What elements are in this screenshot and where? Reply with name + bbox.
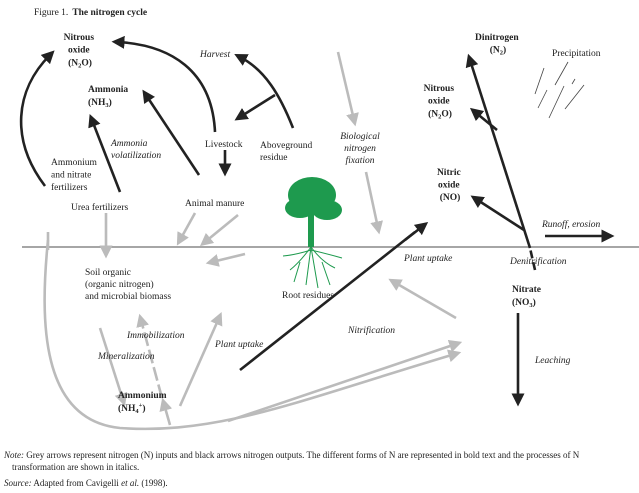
tree-icon: [282, 177, 343, 289]
plant-uptake-left-label: Plant uptake: [214, 340, 263, 350]
to-nitrous-oxide-arrow: [469, 107, 498, 132]
nitrification-arrow: [227, 339, 463, 423]
livestock-to-nitrous-oxide-arrow: [111, 35, 217, 133]
plant-uptake-right-label: Plant uptake: [403, 254, 452, 264]
leaching-label: Leaching: [534, 356, 571, 366]
mineralization-label: Mineralization: [97, 352, 155, 362]
volatilization-arrow: [88, 113, 122, 193]
note-line-1: Note: Grey arrows represent nitrogen (N)…: [3, 450, 580, 460]
fertilizer-to-nitrate-arrow: [43, 239, 462, 431]
plant-uptake-right-arrow: [388, 278, 457, 320]
runoff-erosion-label: Runoff, erosion: [541, 219, 600, 230]
fixation-arrow-top: [336, 51, 359, 127]
manure-arrow-3: [205, 252, 246, 267]
plant-uptake-left-arrow: [178, 312, 223, 407]
livestock-label: Livestock: [205, 140, 243, 150]
immobilization-arrow: [136, 313, 164, 399]
residue-to-livestock-arrow: [234, 93, 276, 121]
ammonia-label: Ammonia (NH3): [88, 85, 131, 109]
harvest-label: Harvest: [199, 50, 230, 60]
dinitrogen-label: Dinitrogen (N2): [475, 33, 521, 57]
immobilization-label: Immobilization: [126, 331, 185, 341]
note-line-2: transformation are shown in italics.: [12, 462, 139, 472]
nitric-oxide-label: Nitric oxide (NO): [437, 168, 463, 203]
plant-uptake-black-arrow: [404, 222, 429, 242]
ammonium-label: Ammonium (NH4+): [118, 391, 169, 415]
denitrification-label: Denitrification: [509, 256, 567, 267]
precipitation-label: Precipitation: [552, 49, 601, 59]
figure-title: Figure 1.The nitrogen cycle: [34, 8, 147, 18]
nitrous-oxide-left: Nitrous oxide (N2O): [64, 33, 97, 70]
fertilizer-to-ammonium-arrow: [159, 397, 173, 426]
animal-manure-label: Animal manure: [185, 199, 244, 209]
to-nitric-oxide-arrow: [470, 195, 525, 232]
manure-arrow-2: [199, 213, 239, 247]
root-residues-label: Root residues: [282, 291, 334, 301]
denitrification-dashed: [528, 247, 537, 271]
urea-fertilizers-label: Urea fertilizers: [71, 202, 129, 213]
manure-arrow-1: [176, 212, 197, 246]
fertilizer-to-nitrous-oxide-arrow: [19, 50, 55, 187]
mineralization-arrow: [98, 327, 128, 407]
output-arrows: [19, 35, 615, 407]
harvest-arrow: [234, 53, 295, 129]
fixation-arrow-bottom: [364, 171, 383, 235]
precipitation-icon: [534, 61, 585, 119]
plant-uptake-black-line: [239, 230, 416, 372]
input-arrows: [43, 51, 463, 431]
denitrification-to-dinitrogen-arrow: [465, 53, 532, 249]
soil-organic-label: Soil organic(organic nitrogen)and microb…: [85, 268, 171, 302]
manure-to-ammonia-arrow: [142, 89, 201, 176]
nitrous-oxide-right: Nitrous oxide (N2O): [424, 84, 457, 121]
nitrate-label: Nitrate (NO3): [512, 285, 543, 309]
source-line: Source: Adapted from Cavigelli et al. (1…: [4, 478, 168, 488]
nitrification-label: Nitrification: [347, 325, 395, 336]
